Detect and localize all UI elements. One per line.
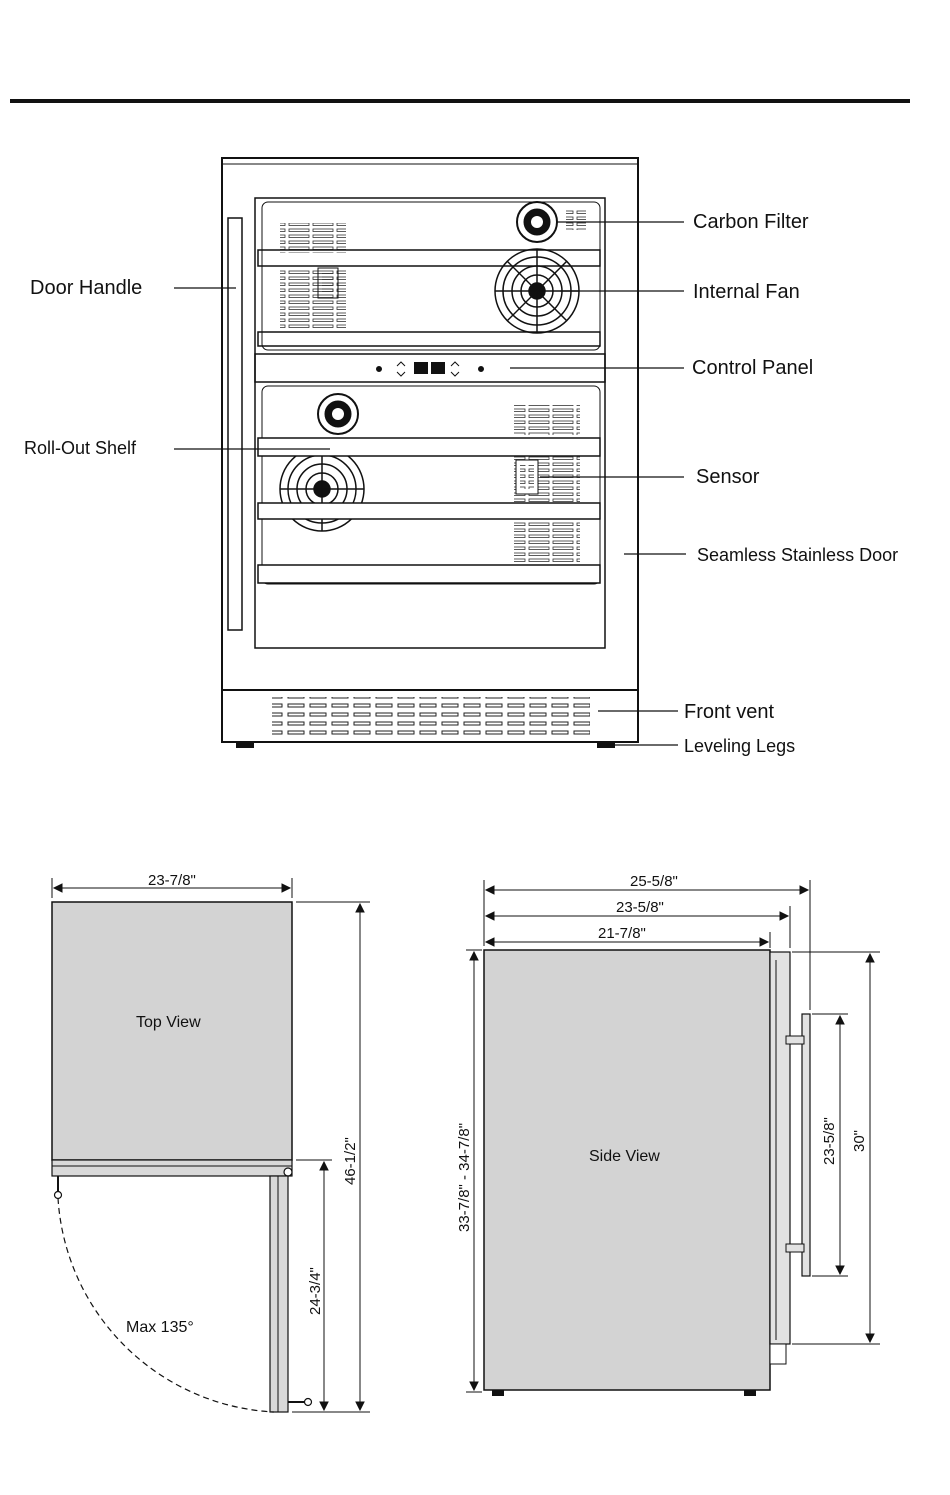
side-view-door-height: 30" xyxy=(851,1130,868,1152)
side-view-handle xyxy=(802,1014,810,1276)
shelf-rail xyxy=(258,565,600,583)
top-view-swing: Max 135° xyxy=(126,1319,194,1336)
shelf-rail xyxy=(258,438,600,456)
label-seamless-door: Seamless Stainless Door xyxy=(697,545,898,565)
label-roll-out-shelf: Roll-Out Shelf xyxy=(24,438,137,458)
shelf-rail xyxy=(258,503,600,519)
side-view-cabinet xyxy=(484,950,770,1390)
top-view-cabinet xyxy=(52,902,292,1160)
top-view-width: 23-7/8" xyxy=(148,872,196,889)
side-view-depth-cabinet: 21-7/8" xyxy=(598,925,646,942)
side-view-height: 33-7/8" - 34-7/8" xyxy=(456,1123,473,1232)
label-internal-fan: Internal Fan xyxy=(693,281,800,303)
side-view: Side View 25-5/8" 23-5/8" 21-7/8" 33-7/8… xyxy=(456,873,880,1396)
label-leveling-legs: Leveling Legs xyxy=(684,736,795,756)
side-view-depth-total: 25-5/8" xyxy=(630,873,678,890)
top-view-door-width: 24-3/4" xyxy=(307,1267,324,1315)
label-control-panel: Control Panel xyxy=(692,357,813,379)
top-view-label: Top View xyxy=(136,1014,201,1031)
side-view-handle-length: 23-5/8" xyxy=(821,1117,838,1165)
top-view-door-closed xyxy=(52,1160,292,1176)
label-sensor: Sensor xyxy=(696,466,760,488)
door-swing-arc xyxy=(58,1198,274,1412)
door-handle xyxy=(228,218,242,630)
side-view-depth-door: 23-5/8" xyxy=(616,899,664,916)
base-vent xyxy=(222,690,638,748)
upper-compartment xyxy=(258,202,600,350)
shelf-rail xyxy=(258,332,600,346)
leveling-leg xyxy=(236,742,254,748)
lower-compartment xyxy=(258,386,600,584)
label-door-handle: Door Handle xyxy=(30,277,142,299)
callout-leaders xyxy=(174,222,686,745)
top-view: Top View 23-7/8" 46-1/2" 24-3/4" Max 135… xyxy=(52,872,370,1412)
label-carbon-filter: Carbon Filter xyxy=(693,211,809,233)
label-front-vent: Front vent xyxy=(684,701,774,723)
header-rule xyxy=(10,99,910,103)
front-view xyxy=(222,158,638,748)
top-view-depth-open: 46-1/2" xyxy=(342,1137,359,1185)
top-view-door-open xyxy=(270,1176,288,1412)
side-view-door xyxy=(770,952,790,1344)
side-view-label: Side View xyxy=(589,1148,660,1165)
